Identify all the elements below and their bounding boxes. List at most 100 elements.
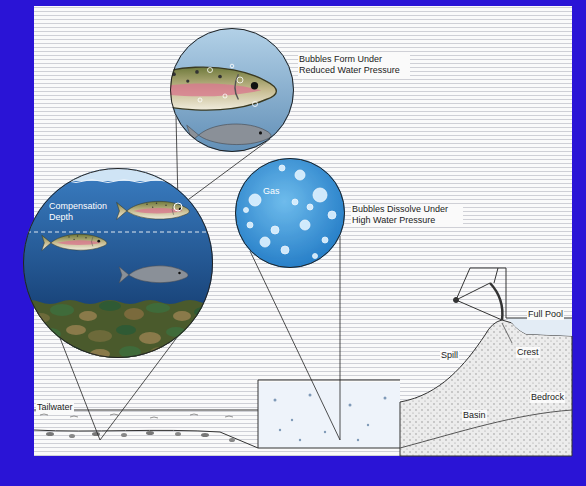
stilling-basin bbox=[258, 380, 400, 448]
river-cross-section bbox=[117, 201, 190, 219]
fish-close-up bbox=[100, 67, 276, 111]
spillway-dam bbox=[506, 318, 572, 336]
fish-close-up bbox=[198, 64, 258, 106]
stilling-basin bbox=[291, 419, 293, 421]
river-cross-section bbox=[88, 330, 112, 342]
spillway-dam bbox=[400, 410, 572, 448]
river-cross-section bbox=[116, 325, 136, 335]
river-cross-section bbox=[119, 346, 141, 358]
stilling-basin bbox=[274, 399, 277, 402]
river-cross-section bbox=[20, 232, 220, 233]
river-cross-section bbox=[150, 347, 170, 357]
part-label: Crest bbox=[516, 347, 540, 358]
radial-gate bbox=[454, 298, 459, 303]
fish-close-up bbox=[237, 77, 243, 83]
gas-bubbles bbox=[295, 170, 305, 180]
gas-bubbles bbox=[281, 246, 289, 254]
level-label: Full Pool bbox=[527, 309, 564, 320]
magnifier-circle: GasBubbles Dissolve Under High Water Pre… bbox=[235, 158, 345, 268]
fish-close-up bbox=[253, 102, 258, 107]
stilling-basin bbox=[309, 394, 312, 397]
stilling-basin bbox=[258, 380, 400, 448]
gas-bubbles bbox=[300, 220, 310, 230]
river-cross-section bbox=[119, 266, 188, 283]
circle-outline bbox=[171, 29, 294, 152]
circle-outline bbox=[170, 28, 294, 152]
stilling-basin bbox=[367, 424, 369, 426]
gas-bubbles bbox=[244, 165, 337, 259]
part-label: Bedrock bbox=[530, 392, 565, 403]
stilling-basin bbox=[324, 431, 326, 433]
gas-label: Gas bbox=[263, 186, 280, 197]
circle-outline bbox=[24, 169, 213, 358]
stilling-basin bbox=[299, 439, 301, 441]
radial-gate bbox=[470, 268, 506, 318]
tailwater-channel bbox=[34, 410, 258, 448]
stilling-basin bbox=[279, 429, 281, 431]
river-cross-section bbox=[20, 165, 220, 365]
magnifier-circle: Bubbles Form Under Reduced Water Pressur… bbox=[170, 28, 294, 152]
river-cross-section bbox=[20, 300, 220, 365]
gas-bubbles bbox=[271, 226, 279, 234]
gas-bubbles bbox=[292, 199, 298, 205]
spillway-dam bbox=[400, 320, 572, 456]
river-cross-section bbox=[99, 301, 121, 311]
fish-close-up bbox=[223, 94, 227, 98]
gas-bubbles bbox=[233, 156, 347, 270]
gas-bubbles bbox=[279, 165, 285, 171]
tailwater-channel bbox=[121, 433, 127, 437]
fish-close-up bbox=[100, 26, 298, 156]
gas-bubbles bbox=[233, 156, 347, 270]
radial-gate bbox=[454, 268, 507, 320]
river-cross-section bbox=[189, 333, 207, 343]
gas-bubbles bbox=[249, 194, 261, 206]
river-cross-section bbox=[124, 308, 144, 320]
tailwater-channel bbox=[175, 432, 181, 436]
radial-gate bbox=[490, 283, 502, 320]
tailwater-channel bbox=[69, 434, 75, 438]
fish-close-up bbox=[198, 98, 202, 102]
gas-bubbles bbox=[244, 208, 249, 213]
river-cross-section bbox=[20, 180, 228, 183]
gas-bubbles bbox=[313, 254, 318, 259]
river-cross-section bbox=[20, 165, 220, 181]
river-cross-section bbox=[58, 346, 82, 358]
circle-outline bbox=[235, 158, 345, 268]
circle-outline bbox=[23, 168, 213, 358]
spillway-dam bbox=[400, 318, 572, 456]
callout-text: Bubbles Dissolve Under High Water Pressu… bbox=[351, 204, 463, 226]
gas-bubbles bbox=[313, 188, 327, 202]
tailwater-channel bbox=[40, 414, 233, 418]
stilling-basin bbox=[384, 397, 387, 400]
circle-outline bbox=[236, 159, 345, 268]
gas-bubbles bbox=[247, 222, 253, 228]
river-cross-section bbox=[146, 303, 170, 313]
gas-bubbles bbox=[260, 237, 270, 247]
gas-bubbles bbox=[328, 211, 336, 219]
fish-close-up bbox=[208, 68, 213, 73]
part-label: Tailwater bbox=[36, 402, 74, 413]
callout-text: Bubbles Form Under Reduced Water Pressur… bbox=[298, 54, 410, 76]
part-label: Spill bbox=[440, 350, 459, 361]
river-cross-section bbox=[39, 328, 61, 340]
river-cross-section bbox=[174, 203, 182, 211]
depth-label: Compensation Depth bbox=[49, 201, 121, 223]
stilling-basin bbox=[357, 439, 359, 441]
river-cross-section bbox=[20, 165, 228, 365]
river-cross-section bbox=[30, 313, 50, 323]
part-label: Basin bbox=[462, 410, 487, 421]
river-cross-section bbox=[139, 332, 161, 344]
stilling-basin bbox=[258, 382, 400, 448]
fish-close-up bbox=[230, 64, 234, 68]
river-cross-section bbox=[173, 311, 191, 321]
river-cross-section bbox=[50, 304, 74, 316]
magnifier-circle: Compensation Depth bbox=[23, 168, 213, 358]
river-cross-section bbox=[79, 311, 97, 321]
tailwater-channel bbox=[34, 430, 258, 448]
stilling-basin bbox=[349, 404, 352, 407]
spillway-dam bbox=[502, 323, 512, 343]
tailwater-channel bbox=[146, 431, 154, 435]
